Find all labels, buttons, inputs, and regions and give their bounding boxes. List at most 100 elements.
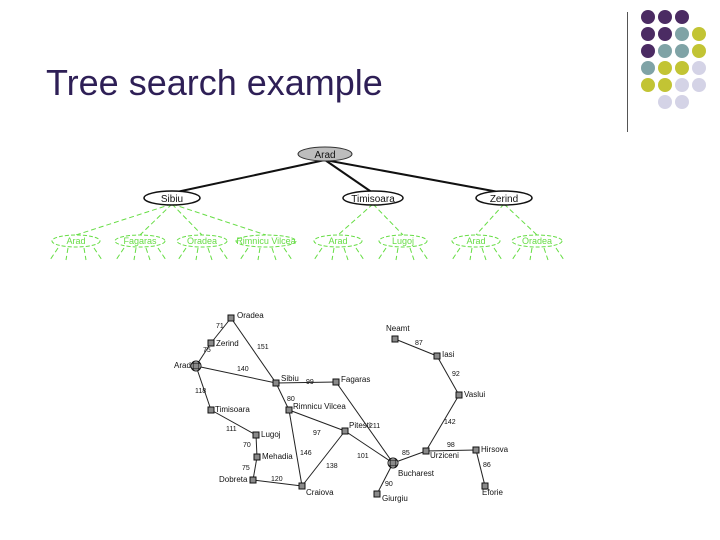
dot-r1c0 [641, 27, 655, 41]
dot-r2c0 [641, 44, 655, 58]
road-dobreta-craiova [252, 479, 303, 487]
tree-green-edges [49, 203, 565, 261]
dist-oradea-sibiu: 151 [257, 344, 269, 351]
edge-sibiu-oradea [171, 203, 203, 236]
dist-fagaras-bucharest: 211 [369, 423, 380, 430]
tree-node-sibiu [143, 190, 201, 206]
dot-r2c2 [675, 44, 689, 58]
city-label-mehadia: Mehadia [262, 452, 293, 461]
road-rimnicu-craiova [288, 409, 303, 487]
city-marker-vaslui [455, 391, 463, 399]
city-label-timisoara: Timisoara [215, 405, 250, 414]
dist-oradea-zerind: 71 [216, 323, 224, 330]
road-fagaras-bucharest [335, 381, 394, 464]
dist-sibiu-rimnicu: 80 [287, 396, 295, 403]
tree-l2-label-1: Fagaras [123, 236, 157, 246]
tree-node-root [297, 146, 353, 162]
edge-root-timisoara [324, 159, 374, 194]
tree-node-l2-oradea-1 [176, 234, 228, 248]
city-label-iasi: Iasi [442, 350, 455, 359]
tree-black-edges [171, 159, 505, 194]
city-label-dobreta: Dobreta [219, 475, 248, 484]
tree-node-timisoara [342, 190, 404, 206]
road-urziceni-vaslui [425, 394, 460, 452]
city-marker-craiova [298, 482, 306, 490]
dot-r4c3 [692, 78, 706, 92]
tree-leaf-stubs [49, 247, 565, 261]
city-marker-neamt [391, 335, 399, 343]
city-marker-lugoj [252, 431, 260, 439]
city-label-lugoj: Lugoj [261, 430, 281, 439]
edge-root-zerind [324, 159, 505, 194]
dist-urziceni-vaslui: 142 [444, 419, 456, 426]
tree-level2-nodes [51, 234, 563, 248]
road-timisoara-lugoj [210, 409, 257, 436]
map-city-labels: Oradea Zerind Arad Timisoara Lugoj Mehad… [174, 311, 509, 503]
city-label-oradea: Oradea [237, 311, 264, 320]
road-pitesti-bucharest [344, 430, 394, 464]
road-sibiu-rimnicu [275, 382, 290, 411]
dot-r1c1 [658, 27, 672, 41]
tree-l2-label-2: Oradea [187, 236, 217, 246]
road-rimnicu-pitesti [288, 409, 346, 432]
edge-timisoara-arad [337, 203, 374, 236]
dist-zerind-arad: 75 [203, 347, 211, 354]
dot-r4c1 [658, 78, 672, 92]
road-arad-timisoara [195, 365, 212, 411]
dot-r4c0 [641, 78, 655, 92]
map-distance-labels: 71 75 151 140 118 111 70 75 120 99 80 97… [195, 323, 491, 488]
tree-l2-label-0: Arad [66, 236, 85, 246]
dist-lugoj-mehadia: 70 [243, 442, 251, 449]
dot-r0c0 [641, 10, 655, 24]
road-urziceni-hirsova [425, 449, 477, 452]
tree-node-l2-fagaras [114, 234, 166, 248]
dot-r0c2 [675, 10, 689, 24]
dist-arad-sibiu: 140 [237, 366, 249, 373]
slide-title: Tree search example [46, 62, 383, 103]
city-marker-pitesti [341, 427, 349, 435]
city-label-eforie: Eforie [482, 488, 503, 497]
city-label-craiova: Craiova [306, 488, 334, 497]
dist-rimnicu-pitesti: 97 [313, 430, 321, 437]
edge-sibiu-arad [75, 203, 173, 236]
city-marker-urziceni [422, 447, 430, 455]
dist-timisoara-lugoj: 111 [226, 426, 237, 433]
tree-node-l2-arad-1 [51, 234, 101, 248]
tree-node-l2-rimnicu [235, 234, 297, 248]
city-label-rimnicu: Rimnicu Vilcea [293, 402, 346, 411]
city-label-zerind: Zerind [216, 339, 239, 348]
tree-l2-label-5: Lugoj [392, 236, 414, 246]
dot-r3c1 [658, 61, 672, 75]
road-pitesti-craiova [301, 430, 346, 487]
road-bucharest-urziceni [392, 450, 427, 464]
city-label-fagaras: Fagaras [341, 375, 370, 384]
city-marker-oradea [227, 314, 235, 322]
dist-bucharest-giurgiu: 90 [385, 481, 393, 488]
edge-root-sibiu [171, 159, 326, 194]
city-marker-timisoara [207, 406, 215, 414]
decorative-dot-grid [641, 10, 720, 120]
header-divider [627, 12, 628, 132]
dist-arad-timisoara: 118 [195, 388, 206, 395]
city-marker-arad [192, 362, 200, 370]
road-iasi-neamt [394, 338, 438, 357]
dist-hirsova-eforie: 86 [483, 462, 491, 469]
dot-r3c0 [641, 61, 655, 75]
tree-node-sibiu-label: Sibiu [161, 194, 183, 205]
edge-zerind-arad [475, 203, 505, 236]
dot-r2c1 [658, 44, 672, 58]
city-label-urziceni: Urziceni [430, 451, 459, 460]
dist-vaslui-iasi: 92 [452, 371, 460, 378]
dist-iasi-neamt: 87 [415, 340, 423, 347]
city-label-pitesti: Pitesti [349, 421, 371, 430]
dist-sibiu-fagaras: 99 [306, 379, 314, 386]
dot-r5c2 [675, 95, 689, 109]
dot-r3c2 [675, 61, 689, 75]
tree-l2-label-3: Rimnicu Vilcea [236, 236, 295, 246]
tree-node-timisoara-label: Timisoara [351, 194, 395, 205]
city-label-sibiu: Sibiu [281, 374, 299, 383]
dist-rimnicu-craiova: 146 [300, 450, 312, 457]
city-marker-iasi [433, 352, 441, 360]
dot-r1c2 [675, 27, 689, 41]
